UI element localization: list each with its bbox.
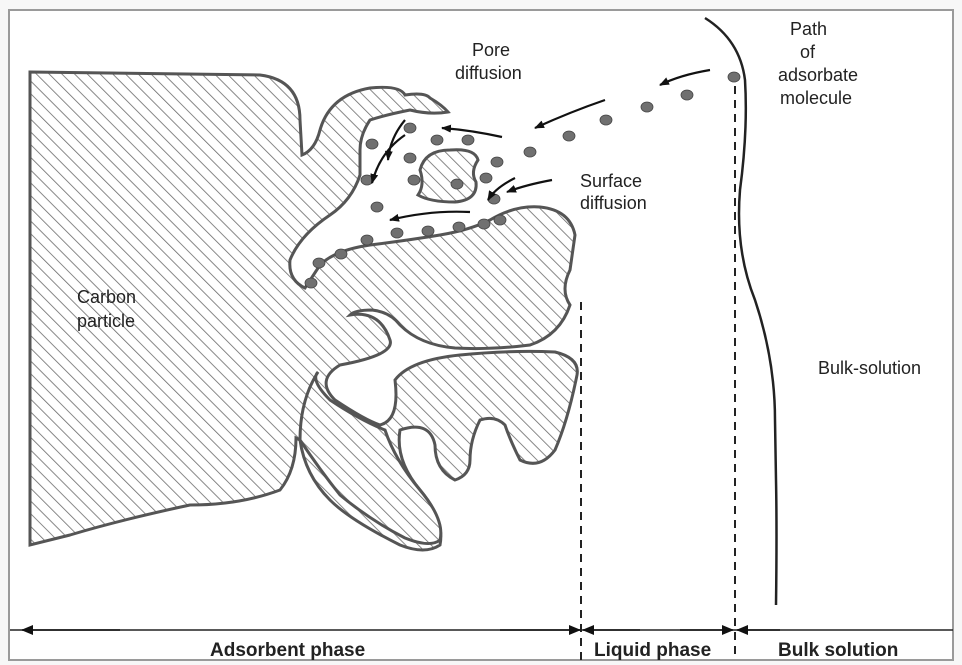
- molecule: [408, 175, 420, 185]
- molecule: [422, 226, 434, 236]
- molecule: [391, 228, 403, 238]
- molecule: [453, 222, 465, 232]
- bulk-solution-region-label: Bulk-solution: [818, 358, 921, 378]
- molecule: [335, 249, 347, 259]
- molecule: [524, 147, 536, 157]
- surface-diffusion-label-1: Surface: [580, 171, 642, 191]
- molecule: [494, 215, 506, 225]
- molecule: [641, 102, 653, 112]
- surface-diffusion-label-2: diffusion: [580, 193, 647, 213]
- carbon-particle-label-1: Carbon: [77, 287, 136, 307]
- pore-diffusion-label-2: diffusion: [455, 63, 522, 83]
- path-label-4: molecule: [780, 88, 852, 108]
- molecule: [404, 123, 416, 133]
- molecule: [462, 135, 474, 145]
- molecule: [361, 175, 373, 185]
- molecule: [361, 235, 373, 245]
- molecule: [478, 219, 490, 229]
- molecule: [313, 258, 325, 268]
- molecule: [431, 135, 443, 145]
- molecule: [563, 131, 575, 141]
- molecule: [600, 115, 612, 125]
- molecule: [305, 278, 317, 288]
- molecule: [728, 72, 740, 82]
- molecule: [491, 157, 503, 167]
- liquid-phase-label: Liquid phase: [594, 640, 711, 661]
- molecule: [451, 179, 463, 189]
- carbon-particle-label-2: particle: [77, 311, 135, 331]
- pore-island: [418, 150, 478, 202]
- path-label-2: of: [800, 42, 816, 62]
- molecule: [404, 153, 416, 163]
- path-label-1: Path: [790, 19, 827, 39]
- molecule: [366, 139, 378, 149]
- molecule: [480, 173, 492, 183]
- path-label-3: adsorbate: [778, 65, 858, 85]
- molecule: [681, 90, 693, 100]
- pore-diffusion-label-1: Pore: [472, 40, 510, 60]
- bulk-solution-phase-label: Bulk solution: [778, 640, 898, 661]
- adsorbent-phase-label: Adsorbent phase: [210, 640, 365, 661]
- molecule: [371, 202, 383, 212]
